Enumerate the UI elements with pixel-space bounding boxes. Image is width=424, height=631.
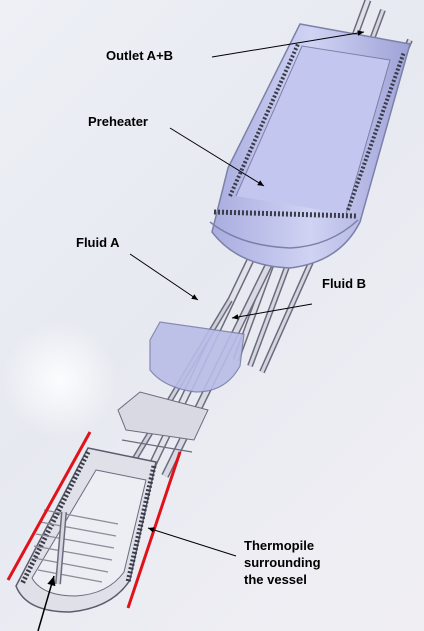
lower-vessel [15,447,157,613]
preheater-label: Preheater [88,114,148,129]
thermopile-label-line: the vessel [244,572,307,587]
fluid-a-label: Fluid A [76,235,120,250]
thermopile-label: Thermopile surrounding the vessel [244,537,321,588]
thermopile-label-line: Thermopile [244,538,315,553]
lens-flare [2,322,118,438]
leader-arrows [37,30,365,631]
middle-flange [149,321,245,393]
transition-section [117,391,209,453]
preheater-shell [209,23,411,269]
thermopile-label-line: surrounding [244,555,321,570]
outlet-label: Outlet A+B [106,48,174,63]
fluid-b-label: Fluid B [322,276,367,291]
